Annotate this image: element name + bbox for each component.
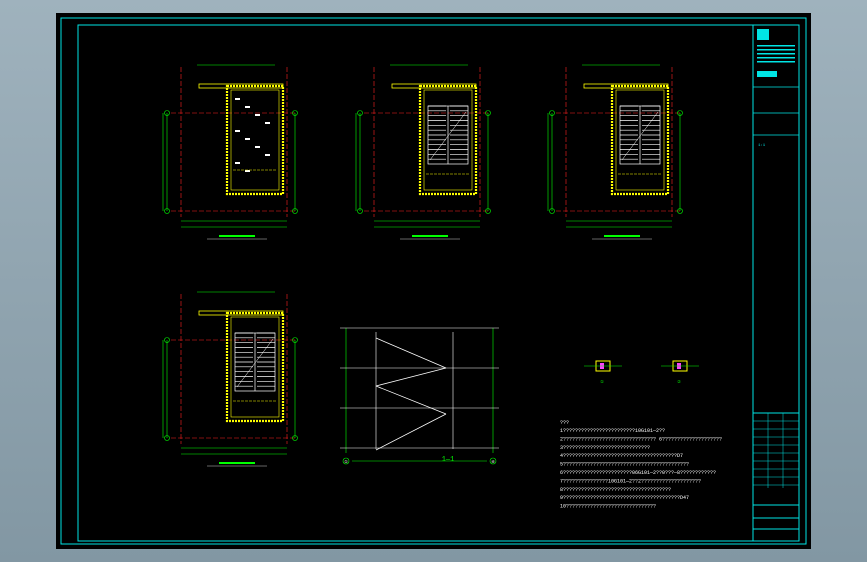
tb-text-mark — [757, 71, 777, 77]
annotation-mark — [255, 114, 260, 116]
annotation-mark — [255, 146, 260, 148]
stair-flight — [375, 367, 447, 387]
design-notes: ??? 1????????????????????????10G101—2?? 2… — [560, 420, 722, 510]
title-block-grid — [753, 413, 799, 488]
stair-wall-inner — [230, 89, 280, 191]
annotation-mark — [245, 106, 250, 108]
axis-bubble — [164, 110, 170, 116]
plan-title-mark — [604, 235, 640, 237]
stair-plan-1 — [162, 64, 298, 240]
plan-title-mark — [412, 235, 448, 237]
annotation-mark — [265, 122, 270, 124]
tb-text-mark — [757, 61, 795, 63]
axis-bubble — [357, 110, 363, 116]
grid-label: ④ — [491, 460, 495, 465]
note-line: 4??????????????????????????????????????D… — [560, 453, 683, 459]
axis-bubble — [292, 110, 298, 116]
stair-plan-3 — [547, 64, 683, 240]
annotation-mark — [235, 98, 240, 100]
stair-wall-inner — [230, 316, 280, 418]
axis-bubble — [164, 208, 170, 214]
sheet-border — [60, 17, 807, 545]
tb-text-mark — [757, 45, 795, 47]
stair-wall — [225, 311, 285, 423]
note-line: 9???????????????????????????????????????… — [560, 495, 689, 501]
axis-bubble — [677, 208, 683, 214]
axis-bubble — [357, 208, 363, 214]
note-line: 6???????????????????????06G101—2??0???—8… — [560, 470, 716, 476]
stair-flight — [375, 385, 447, 415]
notes-header: ??? — [560, 420, 569, 426]
axis-bubble — [485, 208, 491, 214]
axis-bubble — [485, 110, 491, 116]
stair-wall — [418, 84, 478, 196]
stair-wall-inner — [615, 89, 665, 191]
detail-label: ① — [600, 380, 604, 385]
axis-bubble — [292, 337, 298, 343]
stair-plan-4 — [162, 291, 298, 467]
section-title: 1—1 — [442, 456, 455, 464]
axis-bubble — [549, 110, 555, 116]
stair-wall — [225, 84, 285, 196]
stair-flight — [375, 337, 447, 369]
tb-text-mark — [757, 49, 795, 51]
note-line: 2??????????????????????????????? 6??????… — [560, 436, 722, 442]
axis-bubble — [677, 110, 683, 116]
note-line: 1????????????????????????10G101—2?? — [560, 428, 665, 434]
stair-plan-2 — [355, 64, 491, 240]
note-line: 10?????????????????????????????? — [560, 504, 656, 510]
stair-arrow — [621, 111, 659, 161]
plan-title-mark — [219, 235, 255, 237]
stair-wall — [610, 84, 670, 196]
stair-arrow — [429, 111, 467, 161]
note-line: 8???????????????????????????????????? — [560, 487, 671, 493]
note-line: 7???????????????10G101—2??2?????????????… — [560, 478, 701, 484]
stair-wall-inner — [423, 89, 473, 191]
annotation-mark — [235, 162, 240, 164]
note-line: 5???????????????????????????????????????… — [560, 462, 689, 468]
stair-flight — [375, 413, 447, 451]
annotation-mark — [245, 170, 250, 172]
note-line: 3????????????????????????????? — [560, 445, 650, 451]
axis-bubble — [164, 337, 170, 343]
axis-bubble — [292, 208, 298, 214]
annotation-mark — [245, 138, 250, 140]
grid-bubble — [342, 457, 350, 465]
company-logo-icon — [757, 29, 769, 40]
tb-scale-label: 1:1 — [758, 144, 766, 148]
drawing-frame — [77, 24, 800, 542]
annotation-mark — [235, 130, 240, 132]
title-block-header: 1:1 — [753, 45, 799, 148]
plan-title-mark — [219, 462, 255, 464]
axis-bubble — [164, 435, 170, 441]
stair-arrow — [236, 338, 274, 388]
title-block: 1:1 — [752, 25, 799, 541]
tb-text-mark — [757, 57, 795, 59]
tb-text-mark — [757, 53, 795, 55]
detail-label: ② — [677, 380, 681, 385]
grid-label: ① — [344, 460, 348, 465]
annotation-mark — [265, 154, 270, 156]
axis-bubble — [292, 435, 298, 441]
grid-bubble — [489, 457, 497, 465]
axis-bubble — [549, 208, 555, 214]
